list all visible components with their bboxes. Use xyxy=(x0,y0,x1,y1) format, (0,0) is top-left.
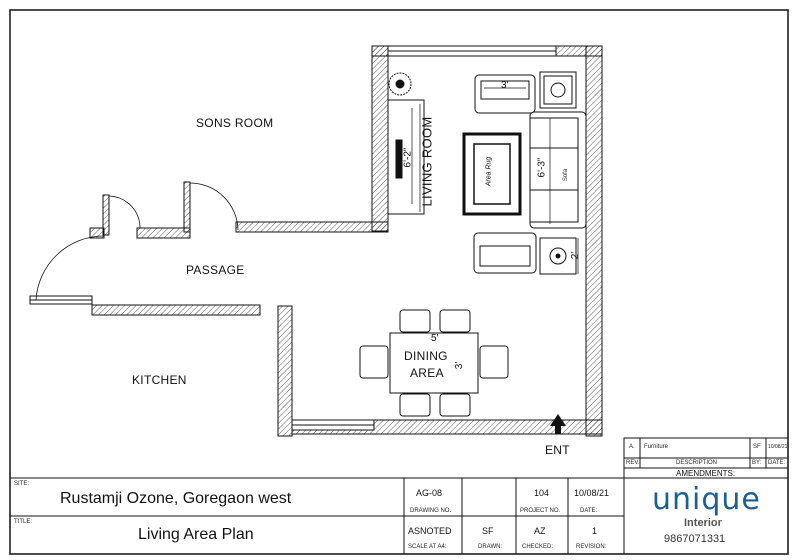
label-living-room: LIVING ROOM xyxy=(419,116,435,207)
project-no-label: PROJECT NO. xyxy=(520,508,561,514)
door-arc-1 xyxy=(108,195,141,229)
door-jamb-2 xyxy=(183,181,191,233)
sofa-label: Sofa xyxy=(563,168,570,182)
windows xyxy=(29,45,557,431)
logo-subtitle: Interior xyxy=(684,517,722,529)
dim-dining-width: 3' xyxy=(454,361,466,370)
dining-table xyxy=(389,332,479,394)
rug-text: Area Rug xyxy=(485,156,493,187)
dim-sofa: 6'-3" xyxy=(536,157,548,178)
logo-phone: 9867071331 xyxy=(664,533,726,545)
dining-chair xyxy=(399,309,431,333)
dim-side-table: 2' xyxy=(570,251,582,260)
door-jamb-1 xyxy=(102,194,110,236)
drawn: SF xyxy=(482,526,494,536)
dim-dining-length: 5' xyxy=(431,333,439,344)
dining-furniture xyxy=(359,309,509,417)
wall-kitchen-right xyxy=(277,305,293,437)
doors xyxy=(35,182,239,301)
amendments-table xyxy=(623,437,789,479)
amend-col-by: BY: xyxy=(752,460,762,466)
drawn-label: DRAWN: xyxy=(478,544,503,550)
label-entry: ENT xyxy=(545,443,570,457)
title-value: Living Area Plan xyxy=(138,526,254,543)
dining-chair xyxy=(399,393,431,417)
wall-living-left xyxy=(371,45,389,232)
site-value: Rustamji Ozone, Goregaon west xyxy=(60,490,292,507)
wall-sons-bottom-c xyxy=(235,221,389,233)
logo-name: unique xyxy=(652,482,761,517)
checked: AZ xyxy=(534,526,546,536)
amend-col-date: DATE: xyxy=(768,460,786,466)
dim-tv-unit: 6'-2" xyxy=(402,147,414,168)
checked-label: CHECKED: xyxy=(522,544,554,550)
label-kitchen: KITCHEN xyxy=(132,373,187,387)
amend-row-date: 10/08/21 xyxy=(768,444,788,450)
revision: 1 xyxy=(592,526,598,536)
amend-row-desc: Furniture xyxy=(644,444,669,450)
door-arc-2 xyxy=(189,182,239,231)
wall-kitchen-top xyxy=(91,304,261,316)
dining-chair xyxy=(479,345,509,379)
amend-col-desc: DESCRIPTION xyxy=(676,460,718,466)
label-passage: PASSAGE xyxy=(186,263,245,277)
dim-chair-top: 3' xyxy=(501,80,509,91)
tv-unit xyxy=(387,99,425,215)
wall-right xyxy=(585,45,603,437)
site-label: SITE: xyxy=(14,481,30,487)
drawing-no: AG-08 xyxy=(416,488,443,498)
amend-row-by: SF xyxy=(753,444,761,450)
amend-row-rev: A. xyxy=(629,444,635,450)
amend-heading: AMENDMENTS: xyxy=(676,469,736,478)
label-sons-room: SONS ROOM xyxy=(196,116,274,130)
label-dining-line2: AREA xyxy=(410,366,444,380)
title-block xyxy=(9,468,789,555)
scale: ASNOTED xyxy=(408,526,452,536)
revision-label: REVISION: xyxy=(576,544,607,550)
date: 10/08/21 xyxy=(574,488,610,498)
title-label: TITLE: xyxy=(14,519,33,525)
label-dining-line1: DINING xyxy=(404,349,448,363)
project-no: 104 xyxy=(534,488,550,498)
living-furniture xyxy=(387,71,587,275)
wall-sons-bottom-b xyxy=(136,227,191,239)
scale-label: SCALE AT A4: xyxy=(408,544,447,550)
dining-chair xyxy=(439,309,471,333)
tv-screen xyxy=(395,139,403,179)
door-arc-passage-left xyxy=(35,235,105,301)
date-label: DATE: xyxy=(580,508,598,514)
drawing-no-label: DRAWING NO. xyxy=(410,508,452,514)
entry-arrow-icon xyxy=(550,414,566,434)
amend-col-rev: REV. xyxy=(626,460,640,466)
dining-chair xyxy=(439,393,471,417)
dining-chair xyxy=(359,345,389,379)
